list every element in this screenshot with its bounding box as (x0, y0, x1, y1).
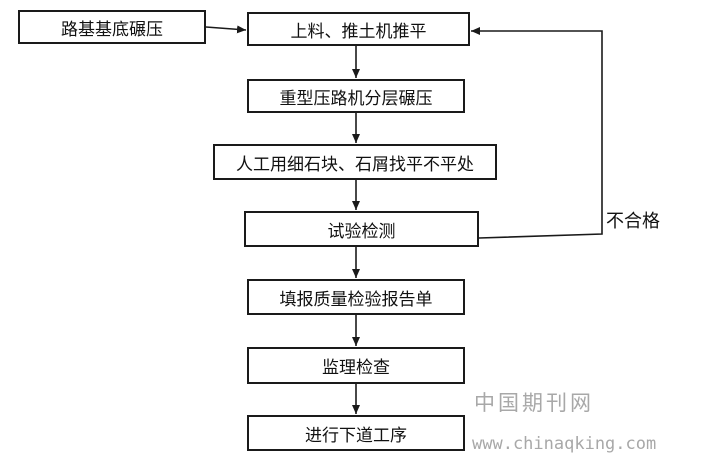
step-4-box: 试验检测 (244, 211, 479, 247)
loop-label: 不合格 (606, 211, 660, 232)
step-6-box: 监理检查 (247, 347, 465, 384)
step-5-box: 填报质量检验报告单 (247, 279, 465, 315)
step-2-box: 重型压路机分层碾压 (247, 79, 465, 113)
source-box: 路基基底碾压 (18, 10, 206, 44)
step-3-box: 人工用细石块、石屑找平不平处 (213, 144, 497, 180)
arrow-loop-back (471, 27, 603, 239)
step-7-box: 进行下道工序 (247, 415, 465, 451)
arrow-source-to-step1 (205, 25, 247, 34)
step-1-box: 上料、推土机推平 (247, 12, 470, 46)
watermark-site-name: 中国期刊网 (474, 391, 594, 415)
watermark-url: www.chinaqking.com (472, 434, 657, 454)
